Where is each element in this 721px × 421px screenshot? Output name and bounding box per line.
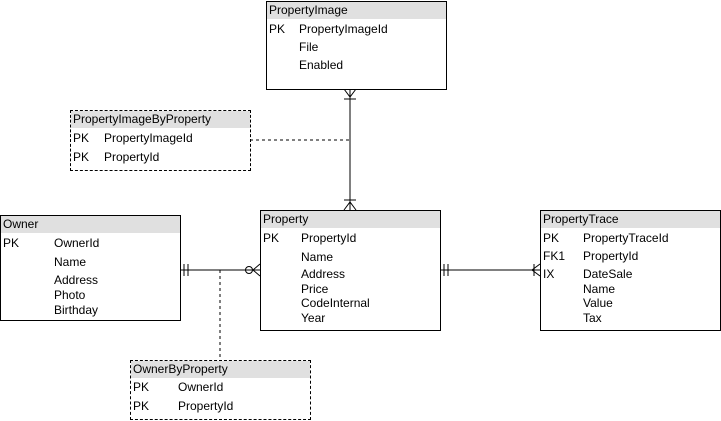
entity-owner-by-property[interactable]: OwnerByProperty PK OwnerId PK PropertyId bbox=[130, 360, 311, 420]
attribute-name: Year bbox=[301, 311, 326, 325]
entity-property-image[interactable]: PropertyImage PK PropertyImageId File En… bbox=[266, 1, 447, 90]
attribute-name: Enabled bbox=[299, 58, 344, 72]
attribute-name: DateSale bbox=[583, 267, 633, 281]
attribute-name: Name bbox=[583, 282, 616, 296]
entity-title: OwnerByProperty bbox=[131, 361, 310, 378]
entity-title: PropertyTrace bbox=[541, 211, 720, 228]
attribute-name: Tax bbox=[583, 311, 602, 325]
attribute-name: PropertyId bbox=[583, 249, 639, 263]
attribute-name: File bbox=[299, 40, 319, 54]
entity-title: Owner bbox=[1, 216, 180, 233]
attribute-name: Price bbox=[301, 282, 329, 296]
one-mark-property-right bbox=[443, 264, 449, 276]
attribute-name: Photo bbox=[54, 288, 86, 302]
attribute-name: Name bbox=[301, 250, 334, 264]
attribute-key: PK bbox=[133, 399, 150, 413]
attribute-key: PK bbox=[263, 231, 280, 245]
attribute-key: PK bbox=[73, 131, 90, 145]
attribute-key: PK bbox=[543, 231, 560, 245]
attribute-name: PropertyImageId bbox=[299, 22, 388, 36]
attribute-key: PK bbox=[133, 380, 150, 394]
attribute-name: Name bbox=[54, 255, 87, 269]
attribute-name: PropertyId bbox=[178, 399, 234, 413]
attribute-key: IX bbox=[543, 267, 555, 281]
crow-foot-property-top bbox=[343, 199, 357, 211]
attribute-name: OwnerId bbox=[54, 236, 100, 250]
attribute-key: PK bbox=[3, 236, 20, 250]
attribute-name: Birthday bbox=[54, 303, 99, 317]
attribute-name: PropertyImageId bbox=[104, 131, 193, 145]
crow-foot-propertyimage bbox=[343, 88, 357, 100]
entity-property[interactable]: Property PK PropertyId Name Address Pric… bbox=[260, 210, 441, 331]
entity-property-trace[interactable]: PropertyTrace PK PropertyTraceId FK1 Pro… bbox=[540, 210, 721, 331]
attribute-key: PK bbox=[269, 22, 286, 36]
attribute-name: CodeInternal bbox=[301, 296, 370, 310]
entity-owner[interactable]: Owner PK OwnerId Name Address Photo Birt… bbox=[0, 215, 181, 321]
attribute-key: PK bbox=[73, 150, 90, 164]
crow-foot-property-left bbox=[252, 263, 261, 277]
entity-title: PropertyImage bbox=[267, 2, 446, 19]
attribute-name: Address bbox=[301, 267, 346, 281]
attribute-name: PropertyId bbox=[104, 150, 160, 164]
one-mark-owner bbox=[183, 264, 189, 276]
attribute-name: Address bbox=[54, 273, 99, 287]
entity-property-image-by-property[interactable]: PropertyImageByProperty PK PropertyImage… bbox=[70, 110, 251, 171]
attribute-name: PropertyId bbox=[301, 231, 357, 245]
crow-foot-propertytrace bbox=[531, 263, 541, 277]
attribute-name: PropertyTraceId bbox=[583, 231, 669, 245]
attribute-name: Value bbox=[583, 296, 613, 310]
entity-title: PropertyImageByProperty bbox=[71, 111, 250, 128]
attribute-key: FK1 bbox=[543, 249, 566, 263]
attribute-name: OwnerId bbox=[178, 380, 224, 394]
entity-title: Property bbox=[261, 211, 440, 228]
